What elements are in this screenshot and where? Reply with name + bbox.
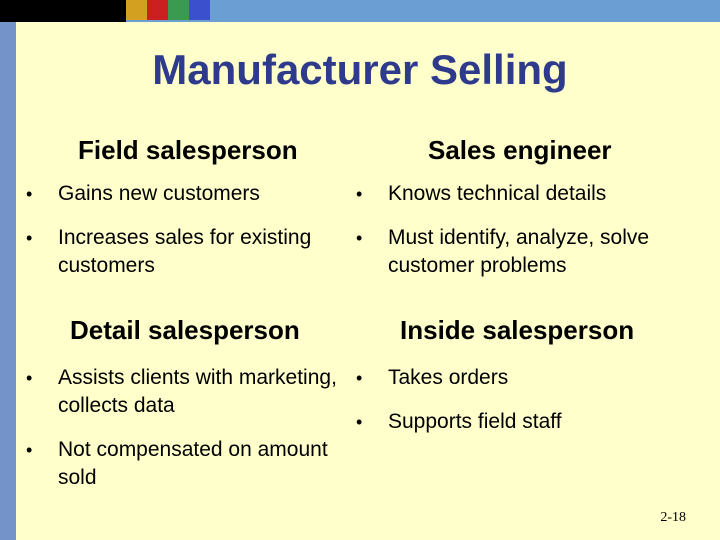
- list-item: •Increases sales for existing customers: [26, 226, 312, 277]
- top-band-dark-segment: [0, 0, 126, 22]
- list-item: •Must identify, analyze, solve customer …: [356, 226, 650, 277]
- list-inside-salesperson: •Takes orders •Supports field staff: [344, 364, 716, 452]
- swatch-red: [147, 0, 168, 20]
- bullet-icon: •: [356, 228, 363, 248]
- bullet-icon: •: [26, 440, 33, 460]
- list-item: •Assists clients with marketing, collect…: [26, 366, 337, 417]
- heading-field-salesperson: Field salesperson: [78, 135, 298, 165]
- list-item: •Knows technical details: [344, 180, 716, 208]
- bullet-icon: •: [356, 184, 363, 204]
- bullet-icon: •: [26, 228, 33, 248]
- bullet-icon: •: [26, 184, 33, 204]
- list-detail-salesperson: •Assists clients with marketing, collect…: [14, 364, 344, 508]
- list-item: •Takes orders: [344, 364, 716, 392]
- swatch-blue: [189, 0, 210, 20]
- heading-inside-salesperson: Inside salesperson: [400, 315, 635, 345]
- list-item: •Gains new customers: [14, 180, 344, 208]
- list-item: •Not compensated on amount sold: [26, 438, 328, 489]
- list-field-salesperson: •Gains new customers •Increases sales fo…: [14, 180, 344, 296]
- list-item: •Supports field staff: [344, 408, 716, 436]
- page-number: 2-18: [660, 510, 686, 525]
- list-sales-engineer: •Knows technical details •Must identify,…: [344, 180, 716, 296]
- bullet-icon: •: [356, 368, 363, 388]
- slide-title: Manufacturer Selling: [152, 46, 568, 93]
- bullet-icon: •: [356, 412, 363, 432]
- swatch-green: [168, 0, 189, 20]
- left-decorative-bar: [0, 22, 16, 540]
- heading-sales-engineer: Sales engineer: [428, 135, 612, 165]
- swatch-gold: [126, 0, 147, 20]
- top-decorative-band: [0, 0, 720, 22]
- heading-detail-salesperson: Detail salesperson: [70, 315, 300, 345]
- bullet-icon: •: [26, 368, 33, 388]
